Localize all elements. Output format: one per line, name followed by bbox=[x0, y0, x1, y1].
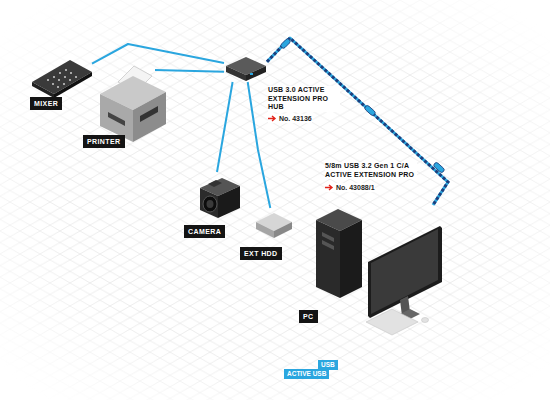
part-number: No. 43088/1 bbox=[336, 183, 375, 192]
active-usb-cable bbox=[267, 38, 448, 205]
monitor-icon bbox=[368, 226, 442, 323]
cable-line bbox=[155, 70, 224, 72]
camera-icon bbox=[200, 178, 240, 218]
device-tag: PC bbox=[299, 310, 318, 323]
device-node: PRINTER bbox=[95, 70, 170, 148]
red-arrow-icon bbox=[325, 184, 334, 191]
device-node: CAMERA bbox=[192, 172, 242, 238]
repeater-capsule bbox=[364, 105, 376, 117]
cable-line bbox=[267, 38, 448, 205]
usb-cable bbox=[92, 44, 224, 64]
usb-cable bbox=[217, 82, 233, 172]
product-name: USB 3.0 ACTIVE EXTENSION PRO HUB bbox=[268, 86, 340, 112]
cable-dashes bbox=[267, 38, 448, 205]
printer-icon bbox=[100, 66, 166, 142]
keyboard-mouse-icon bbox=[366, 309, 429, 335]
repeater-capsule bbox=[280, 38, 291, 49]
hub-icon bbox=[226, 57, 266, 81]
part-number-row: No. 43088/1 bbox=[325, 183, 375, 192]
device-node: MIXER bbox=[28, 52, 92, 110]
device-tag: CAMERA bbox=[184, 225, 225, 238]
cable-line bbox=[217, 82, 233, 172]
red-arrow-icon bbox=[268, 115, 277, 122]
device-node: PC bbox=[295, 205, 445, 335]
device-tag: EXT HDD bbox=[240, 247, 282, 260]
cable-line bbox=[92, 44, 224, 64]
legend-tag: ACTIVE USB bbox=[284, 369, 329, 379]
device-tag: MIXER bbox=[30, 97, 62, 110]
hdd-icon bbox=[256, 213, 292, 238]
device-tag: PRINTER bbox=[83, 135, 125, 148]
cable-line bbox=[248, 82, 271, 208]
repeater-capsule bbox=[433, 162, 445, 174]
device-node: EXT HDD bbox=[250, 208, 295, 260]
red-arrow-shape bbox=[268, 116, 275, 121]
cable-name: 5/8m USB 3.2 Gen 1 C/A ACTIVE EXTENSION … bbox=[325, 162, 417, 179]
red-arrow-shape bbox=[325, 185, 332, 190]
legend-tag: USB bbox=[318, 360, 338, 370]
pc-tower-icon bbox=[316, 209, 362, 298]
part-number-row: No. 43136 bbox=[268, 114, 312, 123]
part-number: No. 43136 bbox=[279, 114, 312, 123]
usb-cable bbox=[155, 70, 224, 72]
mixer-icon bbox=[32, 60, 92, 98]
usb-cable bbox=[248, 82, 271, 208]
device-node: USB 3.0 ACTIVE EXTENSION PRO HUBNo. 4313… bbox=[224, 55, 267, 82]
